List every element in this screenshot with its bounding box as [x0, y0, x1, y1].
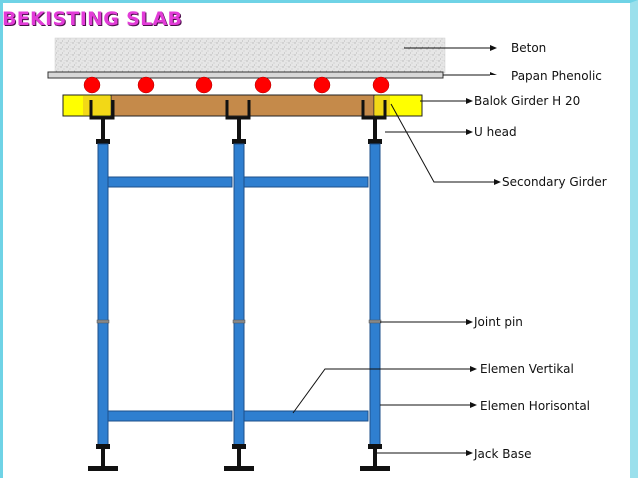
rebar-circle: [313, 76, 331, 94]
horizontal-bottom-left: [107, 410, 233, 422]
vertical-post-left: [97, 143, 109, 447]
rebar-circles: [83, 76, 390, 94]
jack-base-plate: [360, 466, 390, 471]
vertical-post-right: [369, 143, 381, 447]
rebar-circle: [83, 76, 101, 94]
jack-bases: [88, 444, 390, 471]
label-jack-base: Jack Base: [473, 447, 531, 461]
rebar-circle: [372, 76, 390, 94]
label-u-head: U head: [474, 125, 517, 139]
jack-base-plate: [88, 466, 118, 471]
concrete-slab: [54, 37, 446, 74]
horizontal-bottom-right: [243, 410, 369, 422]
horizontal-elements: [107, 176, 369, 422]
label-joint-pin: Joint pin: [473, 315, 523, 329]
top-stubs: [96, 118, 382, 144]
label-secondary-girder: Secondary Girder: [502, 175, 607, 189]
joint-pins: [96, 319, 382, 324]
label-balok-girder: Balok Girder H 20: [474, 94, 580, 108]
phenolic-board: [47, 71, 444, 79]
label-papan-phenolic: Papan Phenolic: [511, 69, 602, 83]
horizontal-top-right: [243, 176, 369, 188]
label-elemen-horisontal: Elemen Horisontal: [480, 399, 590, 413]
jack-base-plate: [224, 466, 254, 471]
vertical-post-middle: [233, 143, 245, 447]
girder-beam: [62, 94, 423, 117]
girder-wood: [110, 94, 375, 117]
label-beton: Beton: [511, 41, 546, 55]
rebar-circle: [254, 76, 272, 94]
rebar-circle: [195, 76, 213, 94]
rebar-circle: [137, 76, 155, 94]
leader-lines: [292, 45, 501, 456]
page-title: BEKISTING SLAB: [2, 8, 183, 30]
horizontal-top-left: [107, 176, 233, 188]
vertical-elements: [97, 143, 381, 447]
label-elemen-vertikal: Elemen Vertikal: [480, 362, 574, 376]
